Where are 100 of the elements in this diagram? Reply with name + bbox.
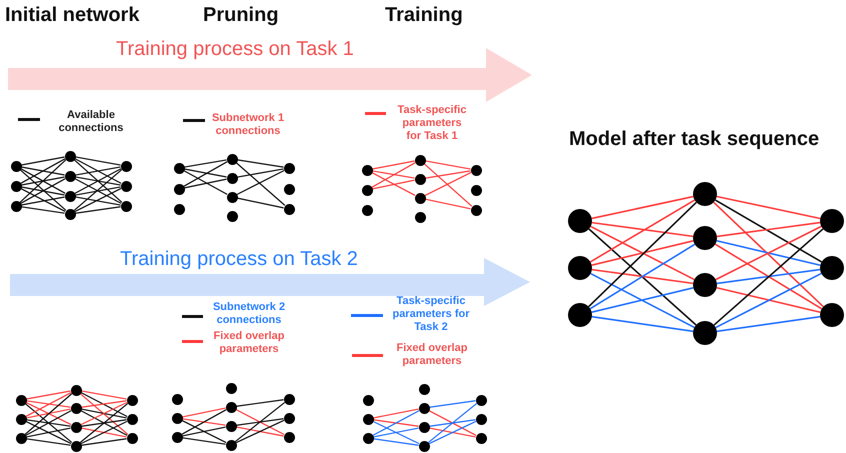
neuron-circle xyxy=(174,204,184,214)
legend-text: Task-specific parameters for Task 1 xyxy=(396,104,468,143)
neuron-circle xyxy=(476,432,486,444)
neuron-circle xyxy=(418,384,430,394)
connection-line xyxy=(372,180,415,190)
neuron-circle xyxy=(470,164,482,176)
connection-line xyxy=(425,170,471,179)
connection-line xyxy=(184,170,228,195)
neuron-circle xyxy=(820,256,844,280)
neuron-circle xyxy=(568,256,592,280)
connection-line xyxy=(237,198,284,208)
neuron-circle xyxy=(226,172,238,184)
connection-line xyxy=(236,399,284,407)
connection-line xyxy=(182,408,226,418)
neuron-circle xyxy=(362,164,372,176)
connection-line xyxy=(373,427,419,438)
neuron-circle xyxy=(64,150,76,162)
neuron-circle xyxy=(470,184,482,196)
connection-line xyxy=(184,168,227,178)
connection-line xyxy=(429,400,476,408)
neuron-circle xyxy=(284,412,294,424)
neuron-circle xyxy=(70,440,82,452)
connection-line xyxy=(590,272,695,328)
connection-line xyxy=(75,166,121,176)
connection-line xyxy=(20,169,66,211)
connection-line xyxy=(715,272,822,328)
neuron-circle xyxy=(120,200,132,212)
arrow-label: Training process on Task 1 xyxy=(116,38,354,61)
connection-line xyxy=(184,178,227,188)
neuron-circle xyxy=(126,432,138,444)
neuron-circle xyxy=(174,184,184,194)
connection-line xyxy=(182,420,226,444)
neuron-circle xyxy=(362,432,374,444)
connection-line xyxy=(237,159,284,168)
neuron-circle xyxy=(693,273,717,297)
connection-line xyxy=(236,426,284,437)
neuron-circle xyxy=(820,209,844,233)
neuron-circle xyxy=(226,440,236,450)
connection-line xyxy=(75,176,121,186)
connection-line xyxy=(424,172,472,196)
connection-line xyxy=(80,393,128,435)
neuron-circle xyxy=(362,184,372,196)
connection-line xyxy=(236,170,284,196)
connection-line xyxy=(182,437,226,445)
neuron-circle xyxy=(226,210,238,222)
connection-line xyxy=(184,159,227,168)
connection-line xyxy=(716,222,820,238)
connection-line xyxy=(26,392,72,417)
connection-line xyxy=(716,268,820,284)
connection-line xyxy=(74,178,122,204)
neuron-circle xyxy=(418,402,430,414)
neuron-circle xyxy=(120,160,132,172)
connection-line xyxy=(592,268,694,284)
connection-line xyxy=(24,403,72,443)
connection-line xyxy=(713,228,824,326)
connection-line xyxy=(592,196,694,220)
neuron-circle xyxy=(16,432,26,444)
connection-line xyxy=(716,196,820,220)
neuron-circle xyxy=(172,412,182,424)
connection-line xyxy=(372,172,416,196)
neuron-circle xyxy=(70,384,82,396)
neuron-circle xyxy=(226,402,236,412)
connection-line xyxy=(184,161,228,187)
connection-line xyxy=(75,206,121,214)
connection-line xyxy=(592,316,694,332)
neuron-circle xyxy=(414,154,426,166)
connection-line xyxy=(81,419,127,427)
neuron-circle xyxy=(418,440,430,452)
connection-line xyxy=(21,176,65,186)
connection-line xyxy=(373,419,419,427)
neuron-circle xyxy=(418,422,430,432)
connection-line xyxy=(81,390,127,400)
neuron-circle xyxy=(568,303,592,327)
connection-line xyxy=(373,438,419,446)
neuron-circle xyxy=(568,209,592,233)
connection-line xyxy=(81,400,127,408)
connection-line xyxy=(424,163,472,207)
connection-line xyxy=(590,199,696,263)
connection-line xyxy=(81,427,127,438)
neuron-circle xyxy=(70,402,82,414)
connection-line xyxy=(26,428,71,438)
connection-line xyxy=(372,410,420,436)
neuron-circle xyxy=(126,414,138,424)
neuron-circle xyxy=(693,226,717,250)
connection-line xyxy=(80,420,128,444)
connection-line xyxy=(590,244,696,310)
connection-line xyxy=(81,438,127,446)
connection-line xyxy=(372,162,416,188)
connection-line xyxy=(26,402,72,426)
connection-line xyxy=(234,402,286,442)
connection-line xyxy=(21,156,65,166)
connection-line xyxy=(591,240,694,266)
neuron-circle xyxy=(414,192,426,204)
connection-line xyxy=(372,160,415,170)
neuron-circle xyxy=(284,394,294,404)
column-heading: Model after task sequence xyxy=(569,128,820,151)
connection-line xyxy=(80,402,128,426)
neuron-circle xyxy=(284,432,294,442)
legend-text: Task-specific parameters for Task 2 xyxy=(392,295,470,334)
connection-line xyxy=(75,156,121,166)
